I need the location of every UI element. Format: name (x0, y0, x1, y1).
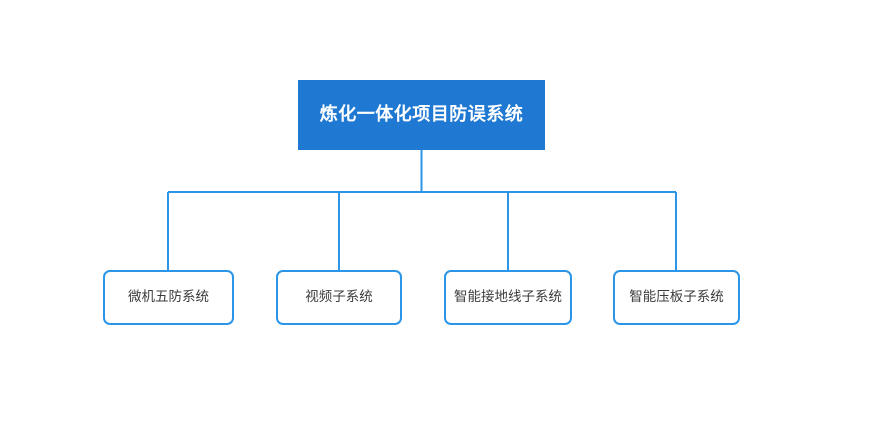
node-child-label: 智能压板子系统 (629, 289, 724, 306)
node-child-video-subsystem[interactable]: 视频子系统 (276, 270, 402, 325)
node-child-microcomputer-five-prevention[interactable]: 微机五防系统 (103, 270, 234, 325)
node-root-label: 炼化一体化项目防误系统 (319, 104, 524, 126)
node-child-label: 微机五防系统 (128, 289, 209, 306)
node-root[interactable]: 炼化一体化项目防误系统 (298, 80, 545, 150)
node-child-label: 视频子系统 (305, 289, 373, 306)
node-child-smart-pressure-plate-subsystem[interactable]: 智能压板子系统 (613, 270, 740, 325)
node-child-smart-grounding-wire-subsystem[interactable]: 智能接地线子系统 (444, 270, 572, 325)
node-child-label: 智能接地线子系统 (454, 289, 562, 306)
